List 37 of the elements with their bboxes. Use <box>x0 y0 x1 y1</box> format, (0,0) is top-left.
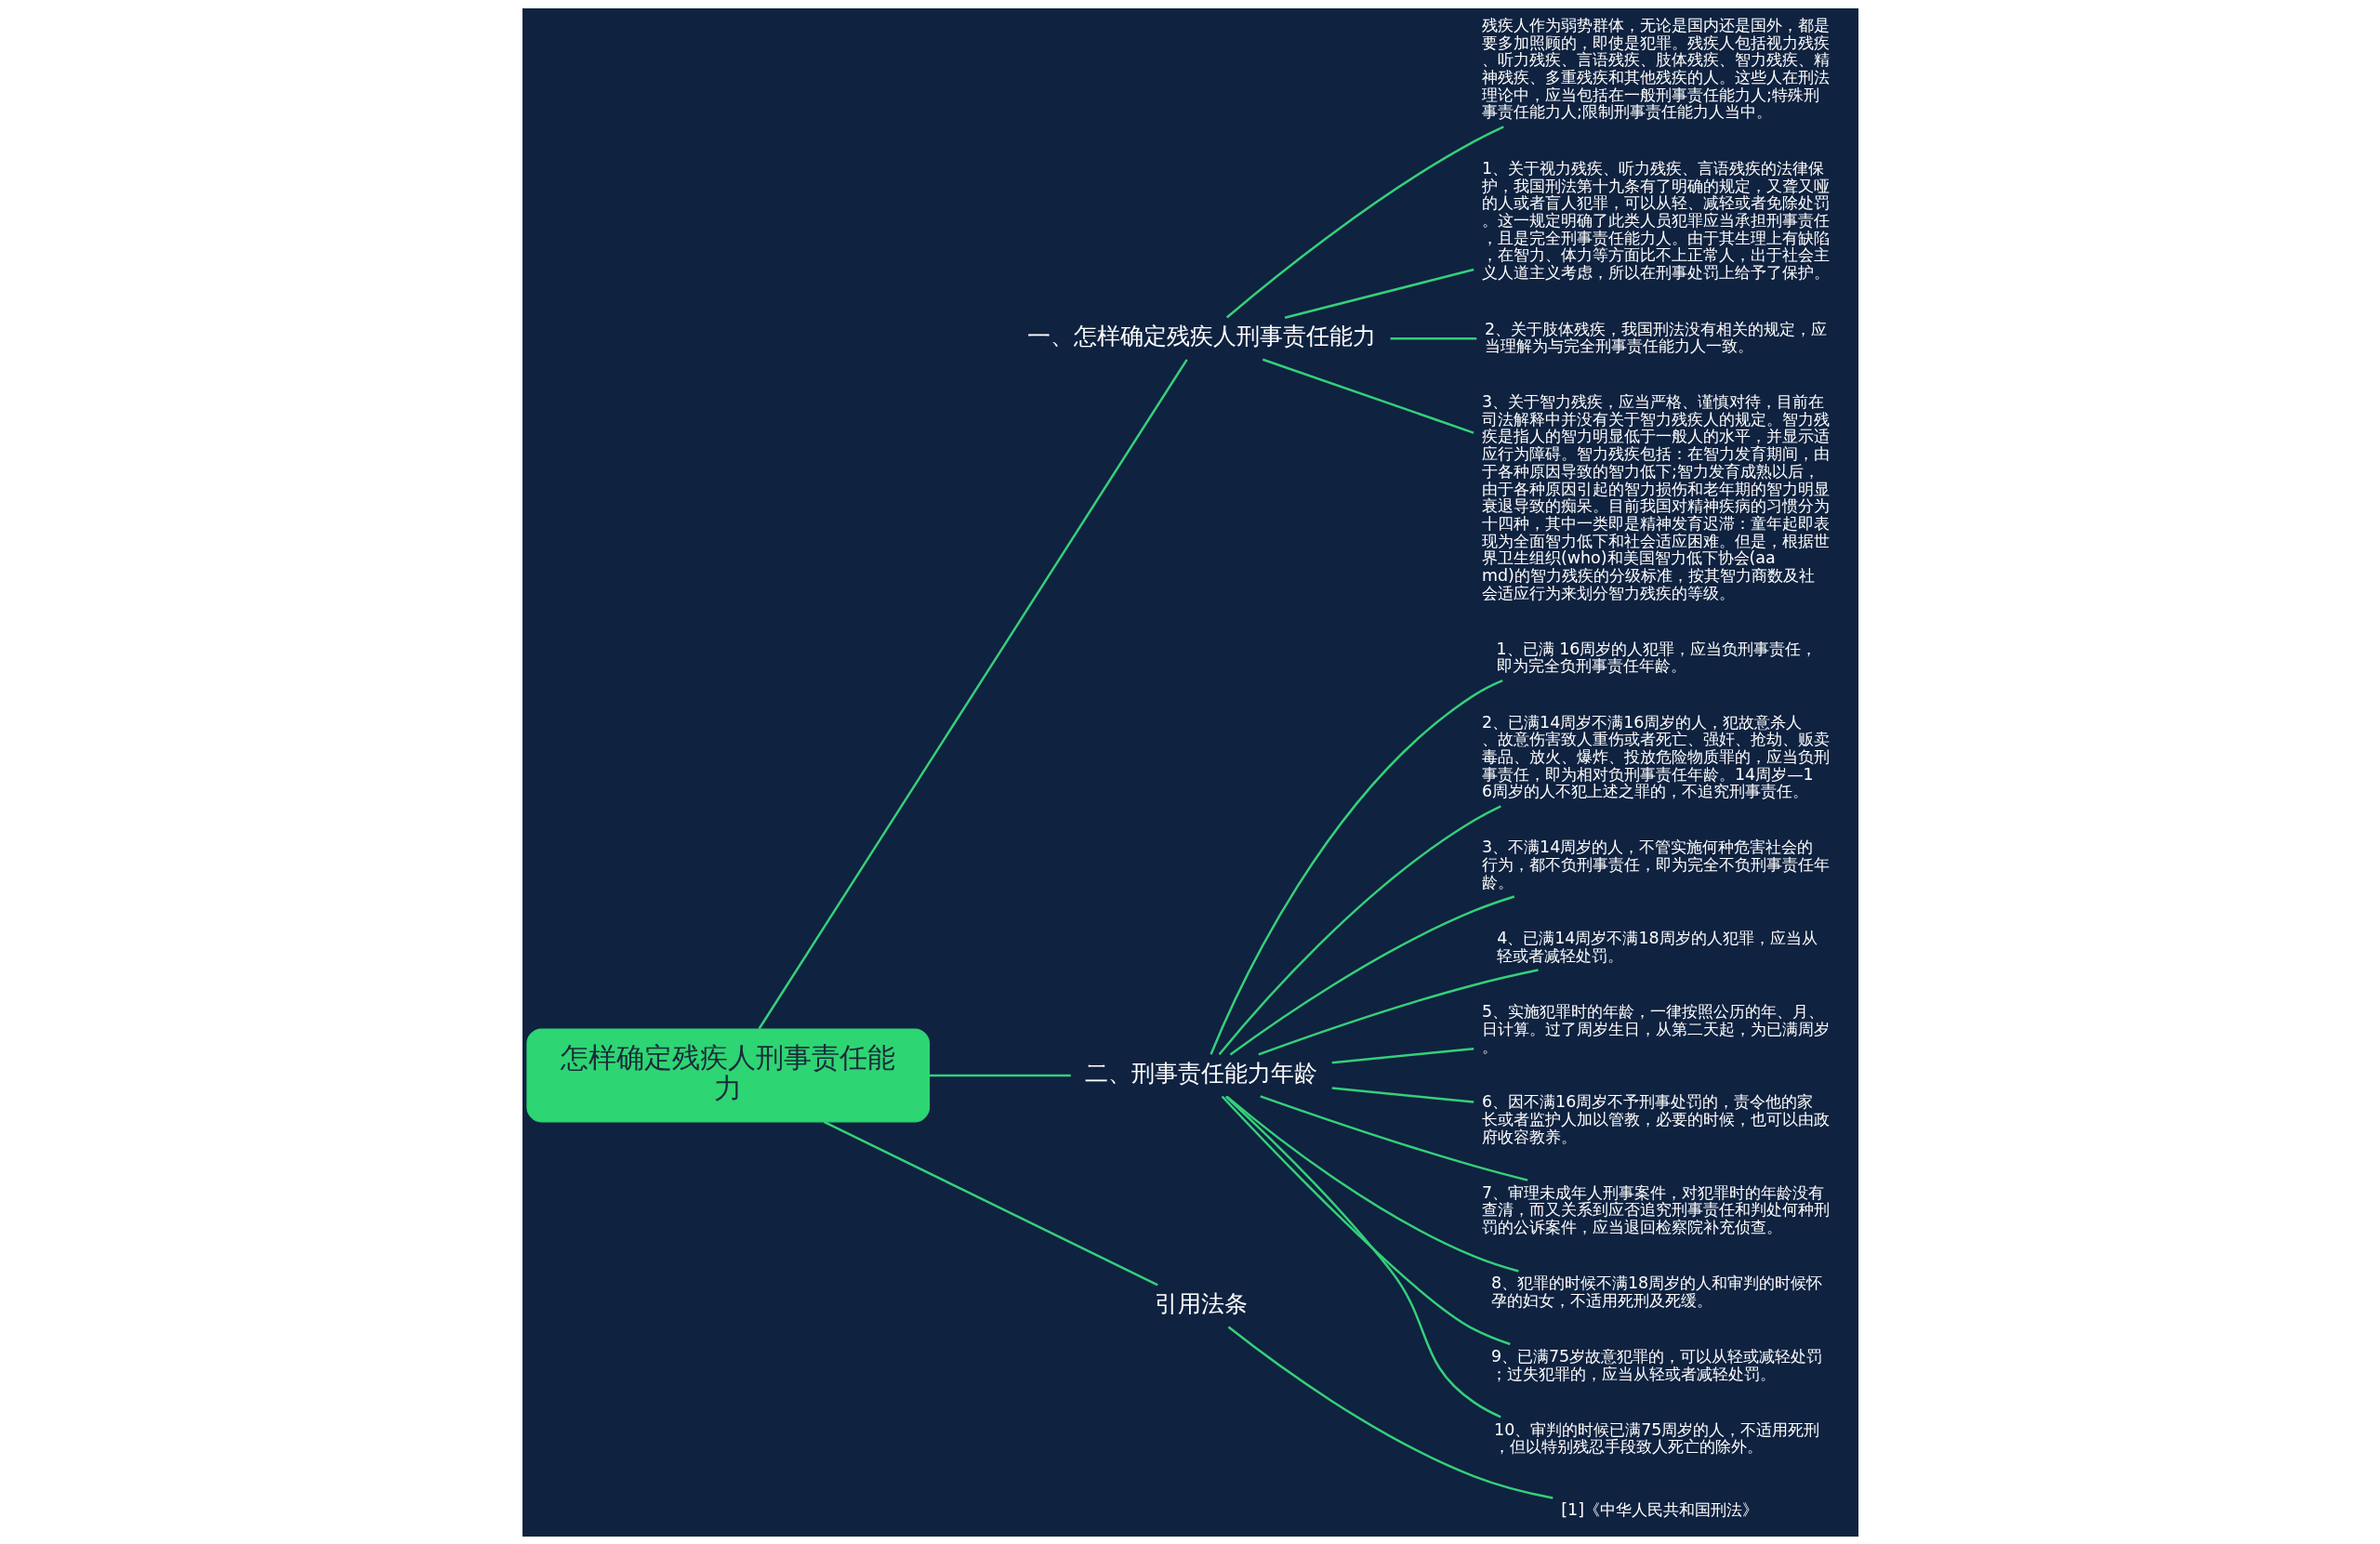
node-text: 8、犯罪的时候不满18周岁的人和审判的时候怀孕的妇女，不适用死刑及死缓。 <box>1490 1273 1822 1310</box>
node-text: 6、因不满16周岁不予刑事处罚的，责令他的家长或者监护人加以管教，必要的时候，也可以由政府收容教养。 <box>1481 1091 1830 1146</box>
node-text: 9、已满75岁故意犯罪的，可以从轻或减轻处罚；过失犯罪的，应当从轻或者减轻处罚。 <box>1490 1346 1822 1383</box>
connector <box>1225 125 1504 318</box>
connector <box>1209 679 1503 1055</box>
connector <box>1218 804 1501 1055</box>
node-text: 二、刑事责任能力年龄 <box>1084 1059 1317 1087</box>
node-text: 3、关于智力残疾，应当严格、谨慎对待，目前在司法解释中并没有关于智力残疾人的规定。智力残疾是指人的智力明显低于一般人的水平，并显示适应行为障碍。智力残疾包括：在智力发育期间，由于各种原因导致的智力低下;智力发育成熟以后，由于各种原因引起的智力损伤和老年期的智力明显衰退导致的痴呆。目前我国对精神疾病的习惯分为十四种，其中一类即是精神发育迟滞：童年起即表现为全面智力低下和社会适应困难。但是，根据世界卫生组织(who)和美国智力低下协会(aamd)的智力残疾的分级标准，按其智力商数及社会适应行为来划分智力残疾的等级。 <box>1481 391 1830 602</box>
node-text: 5、实施犯罪时的年龄，一律按照公历的年、月、日计算。过了周岁生日，从第二天起，为已满周岁。 <box>1481 1001 1830 1056</box>
node-text: 引用法条 <box>1154 1289 1248 1317</box>
node-text: [1]《中华人民共和国刑法》 <box>1560 1499 1758 1519</box>
node-text: 2、关于肢体残疾，我国刑法没有相关的规定，应当理解为与完全刑事责任能力人一致。 <box>1484 319 1827 355</box>
connector <box>929 1074 1071 1076</box>
connector <box>1259 1094 1527 1181</box>
connector <box>758 358 1188 1029</box>
connector <box>1224 1095 1501 1418</box>
node-box: 怎样确定残疾人刑事责任能力 <box>525 1027 930 1122</box>
connector <box>1331 1047 1474 1063</box>
connector <box>1227 1326 1553 1499</box>
connector <box>1229 894 1514 1055</box>
node-text: 一、怎样确定残疾人刑事责任能力 <box>1026 322 1376 350</box>
node-text: 1、关于视力残疾、听力残疾、言语残疾的法律保护，我国刑法第十九条有了明确的规定，又聋又哑的人或者盲人犯罪，可以从轻、减轻或者免除处罚。这一规定明确了此类人员犯罪应当承担刑事责任，且是完全刑事责任能力人。由于其生理上有缺陷，在智力、体力等方面比不上正常人，出于社会主义人道主义考虑，所以在刑事处罚上给予了保护。 <box>1481 158 1830 282</box>
connector <box>1225 1095 1519 1273</box>
connector <box>1262 358 1474 434</box>
node-text: 10、审判的时候已满75周岁的人，不适用死刑，但以特别残忍手段致人死亡的除外。 <box>1493 1419 1819 1456</box>
connector <box>1390 337 1476 339</box>
node-text: 1、已满 16周岁的人犯罪，应当负刑事责任，即为完全负刑事责任年龄。 <box>1496 639 1817 675</box>
connector <box>1221 1095 1511 1345</box>
connector <box>1257 968 1539 1055</box>
node-text: 2、已满14周岁不满16周岁的人，犯故意杀人、故意伤害致人重伤或者死亡、强奸、抢劫、贩卖毒品、放火、爆炸、投放危险物质罪的，应当负刑事责任，即为相对负刑事责任年龄。14周岁—16周岁的人不犯上述之罪的，不追究刑事责任。 <box>1481 712 1830 800</box>
connector <box>823 1120 1158 1287</box>
connector <box>1331 1086 1474 1103</box>
connector <box>1284 268 1474 319</box>
node-text: 残疾人作为弱势群体，无论是国内还是国外，都是要多加照顾的，即使是犯罪。残疾人包括视力残疾、听力残疾、言语残疾、肢体残疾、智力残疾、精神残疾、多重残疾和其他残疾的人。这些人在刑法理论中，应当包括在一般刑事责任能力人;特殊刑事责任能力人;限制刑事责任能力人当中。 <box>1481 15 1830 121</box>
node-text: 7、审理未成年人刑事案件，对犯罪时的年龄没有查清，而又关系到应否追究刑事责任和判处何种刑罚的公诉案件，应当退回检察院补充侦查。 <box>1481 1182 1830 1236</box>
node-text: 4、已满14周岁不满18周岁的人犯罪，应当从轻或者减轻处罚。 <box>1496 928 1818 965</box>
node-text: 3、不满14周岁的人，不管实施何种危害社会的行为，都不负刑事责任，即为完全不负刑事责任年龄。 <box>1481 837 1830 891</box>
